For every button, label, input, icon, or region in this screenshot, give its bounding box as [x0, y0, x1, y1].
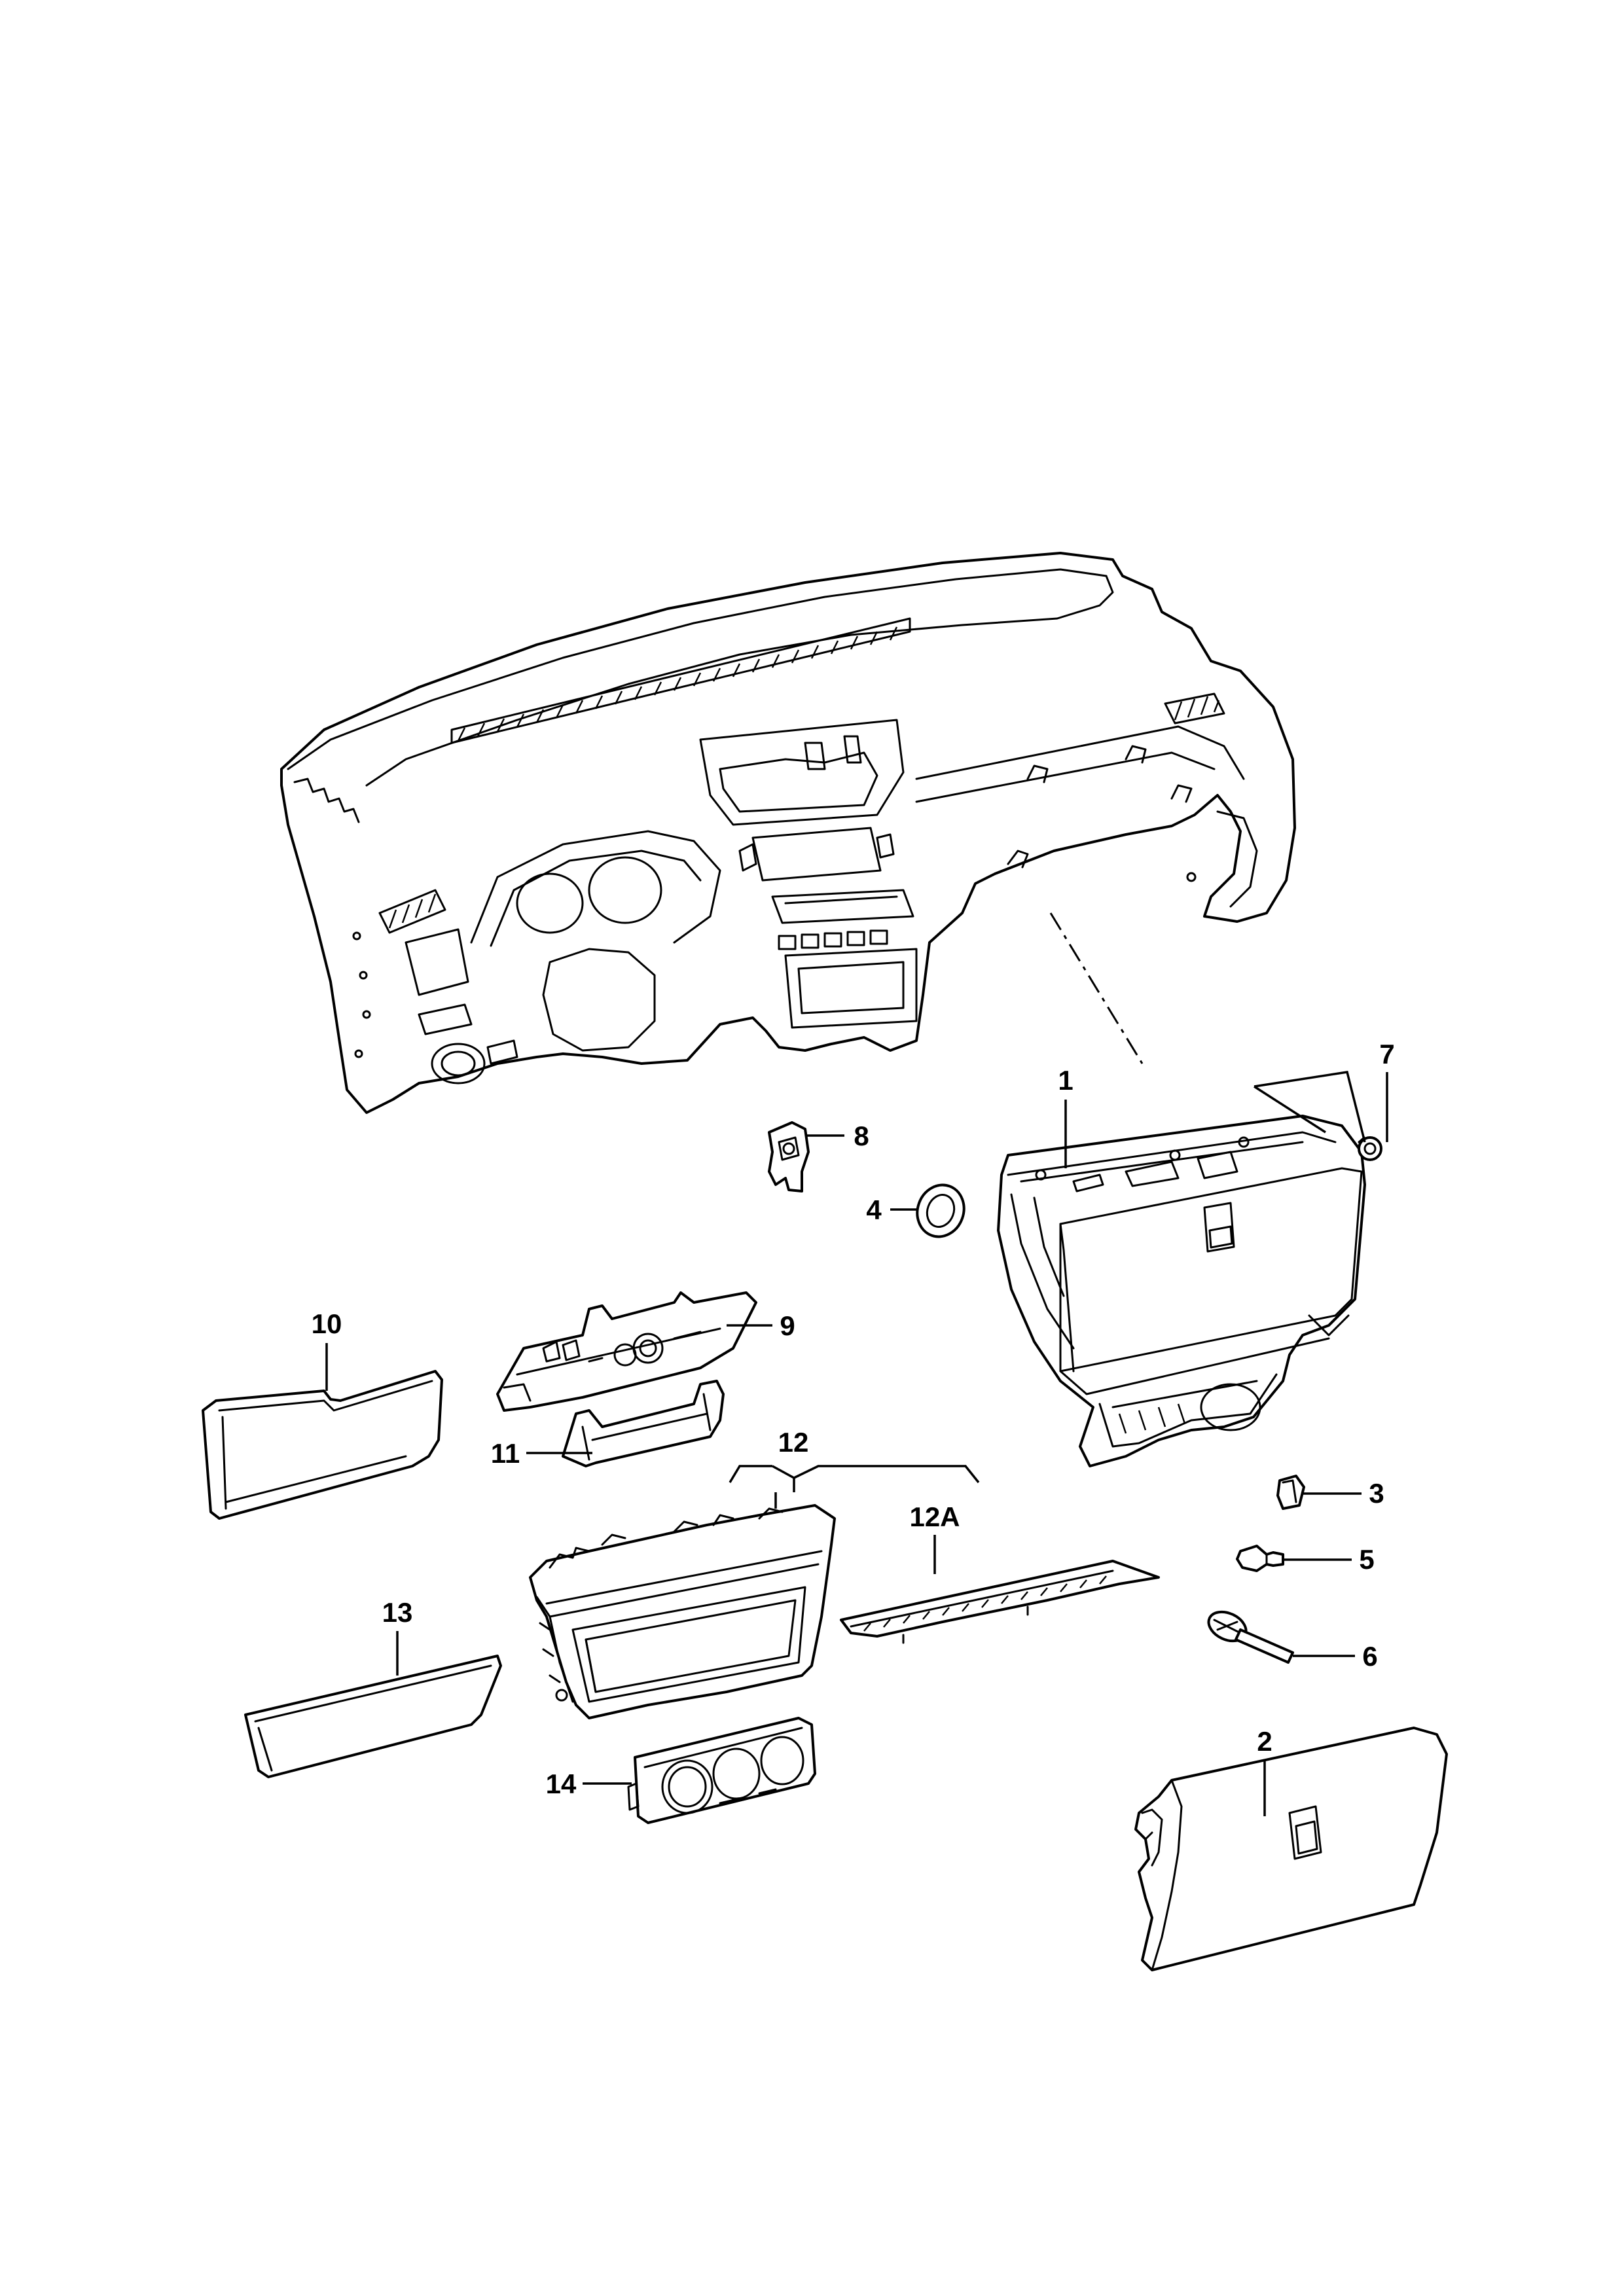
callout-13: 13 — [382, 1597, 413, 1628]
bolt-part-5 — [1236, 1545, 1284, 1572]
callout-4: 4 — [866, 1194, 882, 1225]
trim-panel-part-13 — [244, 1655, 502, 1778]
assembly-line — [1049, 912, 1144, 1064]
callout-12: 12 — [778, 1427, 809, 1458]
callout-5: 5 — [1359, 1544, 1374, 1575]
leader-lines — [325, 1071, 1388, 1816]
clip-part-3 — [1276, 1475, 1305, 1510]
callout-9: 9 — [780, 1310, 795, 1341]
console-housing-part-12 — [529, 1504, 836, 1719]
key-part-6 — [1207, 1610, 1294, 1664]
trim-strip-part-12a — [840, 1560, 1160, 1644]
dashboard-assembly — [280, 552, 1296, 1114]
glove-box-lid — [1134, 1727, 1448, 1971]
callout-10: 10 — [312, 1308, 342, 1339]
control-panel-part-14 — [627, 1717, 816, 1824]
callout-2: 2 — [1257, 1726, 1272, 1757]
callout-8: 8 — [854, 1121, 869, 1151]
side-panel-part-10 — [202, 1370, 443, 1520]
callout-12a: 12A — [909, 1501, 960, 1532]
callout-1: 1 — [1058, 1065, 1073, 1096]
bracket-part-11 — [562, 1380, 725, 1467]
console-bracket-part-9 — [496, 1291, 757, 1412]
callout-7: 7 — [1379, 1039, 1394, 1069]
bracket-part-8 — [768, 1121, 810, 1193]
callout-labels: 1 2 3 4 5 6 7 8 9 10 11 12 12A 13 14 — [312, 1039, 1395, 1799]
nut-part-7 — [1358, 1136, 1382, 1161]
grommet-part-4 — [916, 1183, 965, 1238]
glove-box-housing — [997, 1115, 1366, 1467]
callout-11: 11 — [491, 1438, 520, 1469]
callout-6: 6 — [1362, 1641, 1377, 1672]
callout-14: 14 — [546, 1768, 577, 1799]
callout-3: 3 — [1369, 1478, 1384, 1509]
